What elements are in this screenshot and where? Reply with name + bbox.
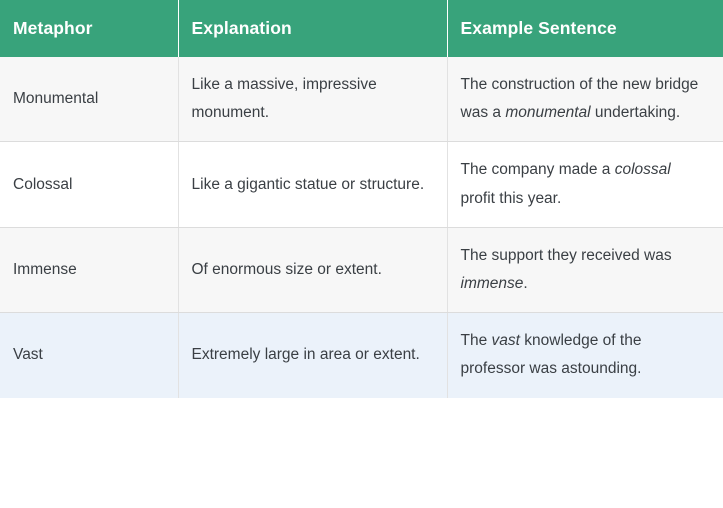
table-header: Metaphor Explanation Example Sentence: [0, 0, 723, 57]
column-header-example-sentence: Example Sentence: [460, 18, 617, 38]
table-row: Immense Of enormous size or extent. The …: [0, 227, 723, 314]
table-row: Colossal Like a gigantic statue or struc…: [0, 141, 723, 228]
example-term-italic: immense: [460, 275, 524, 293]
cell-metaphor: Colossal: [0, 141, 179, 228]
example-text-after: knowledge of the professor was astoundin…: [460, 332, 642, 378]
cell-explanation: Like a gigantic statue or structure.: [178, 141, 448, 228]
example-text-after: undertaking.: [590, 104, 681, 122]
cell-metaphor: Immense: [0, 227, 179, 314]
table-body: Monumental Like a massive, impressive mo…: [0, 57, 723, 398]
metaphor-comparison-table: Metaphor Explanation Example Sentence Mo…: [0, 0, 723, 398]
example-text-before: The support they received was: [460, 246, 672, 264]
cell-metaphor: Monumental: [0, 57, 179, 143]
example-term-italic: colossal: [614, 161, 671, 179]
example-term-italic: vast: [491, 332, 520, 350]
column-header-metaphor: Metaphor: [0, 0, 179, 57]
example-text-before: The company made a: [460, 161, 615, 179]
cell-explanation: Extremely large in area or extent.: [178, 312, 448, 398]
example-term-italic: monumental: [505, 104, 591, 122]
column-header-explanation: Explanation: [178, 0, 448, 57]
cell-example-sentence: The vast knowledge of the professor was …: [447, 312, 723, 398]
cell-metaphor: Vast: [0, 312, 179, 398]
example-text-before: The construction of the new bridge was a: [460, 76, 699, 122]
cell-explanation: Like a massive, impressive monument.: [178, 57, 448, 143]
cell-example-sentence: The support they received was immense.: [447, 227, 723, 314]
cell-example-sentence: The construction of the new bridge was a…: [447, 57, 723, 143]
example-text-after: .: [523, 275, 528, 293]
table-row: Vast Extremely large in area or extent. …: [0, 312, 723, 398]
cell-explanation: Of enormous size or extent.: [178, 227, 448, 314]
table-header-row: Metaphor Explanation Example Sentence: [0, 0, 723, 57]
example-text-before: The: [460, 332, 492, 350]
cell-example-sentence: The company made a colossal profit this …: [447, 141, 723, 228]
example-text-after: profit this year.: [460, 189, 562, 207]
table-row: Monumental Like a massive, impressive mo…: [0, 57, 723, 143]
